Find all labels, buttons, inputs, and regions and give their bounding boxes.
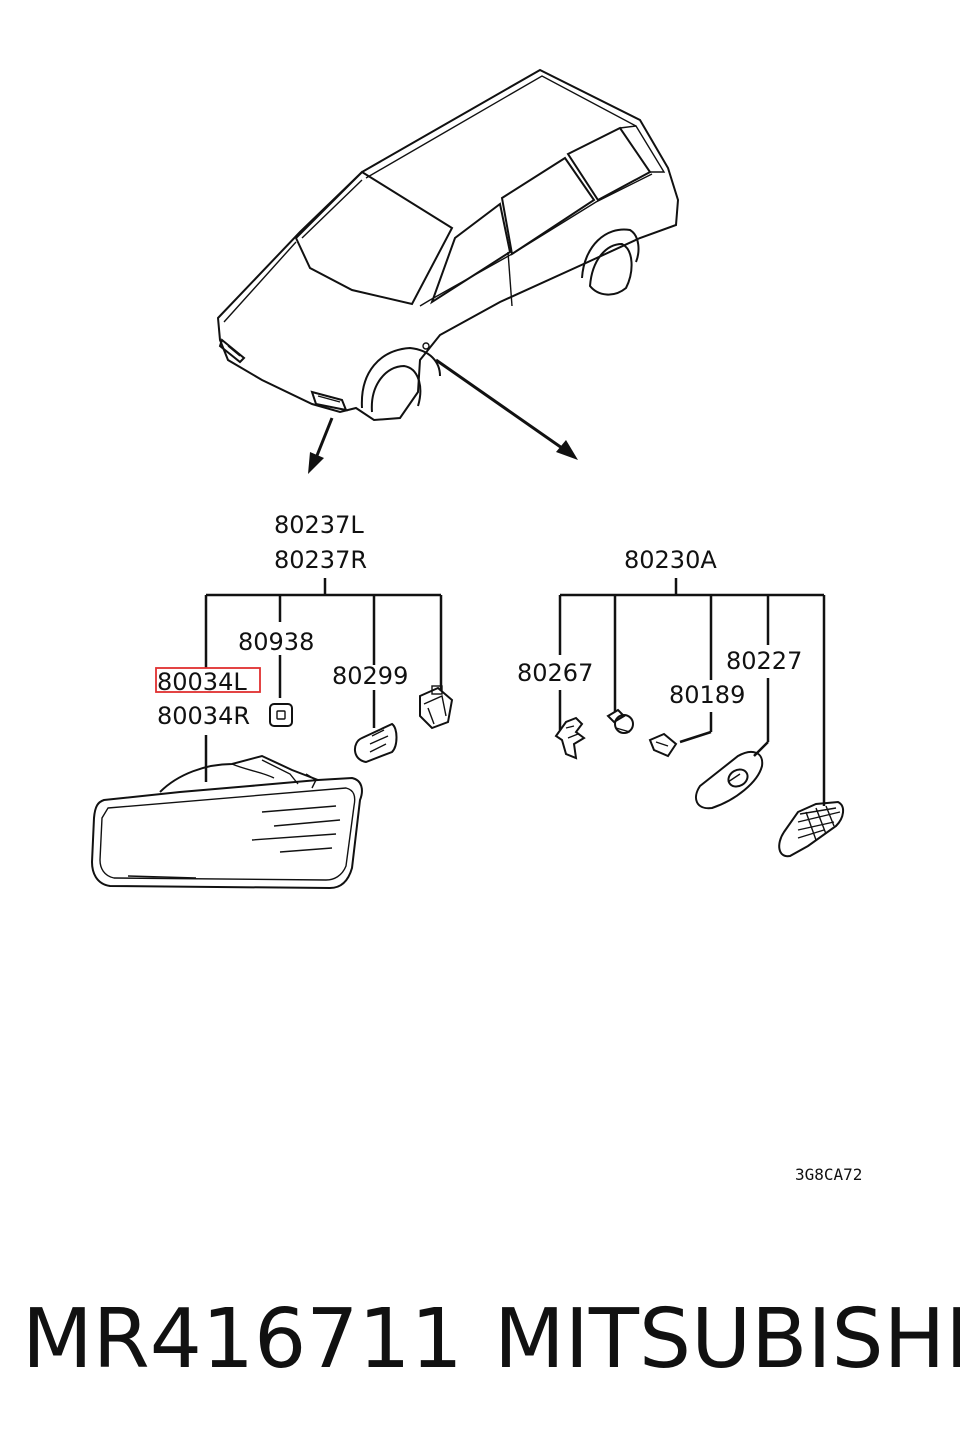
wedge-bulb-part <box>648 732 678 758</box>
label-80237R: 80237R <box>274 546 367 574</box>
label-80230A: 80230A <box>624 546 717 574</box>
socket-part <box>419 685 454 730</box>
gasket-part <box>269 703 293 727</box>
drawing-code: 3G8CA72 <box>795 1165 862 1184</box>
left-bracket <box>204 578 443 782</box>
label-80034L: 80034L <box>157 668 247 696</box>
label-80267: 80267 <box>517 659 593 687</box>
label-80189: 80189 <box>669 681 745 709</box>
part-number: MR416711 <box>22 1292 463 1387</box>
fog-lamp-part <box>90 754 363 890</box>
label-80299: 80299 <box>332 662 408 690</box>
clip-part <box>554 716 586 760</box>
label-80034L-highlighted[interactable]: 80034L <box>155 667 261 696</box>
arrow-side-marker <box>435 358 578 460</box>
marker-gasket-part <box>695 750 764 810</box>
bulb-part <box>354 722 398 764</box>
arrow-front-lamp <box>308 417 334 474</box>
label-80227: 80227 <box>726 647 802 675</box>
marker-socket-part <box>606 708 634 734</box>
highlight-box <box>155 667 261 693</box>
brand-name: MITSUBISHI <box>494 1292 960 1387</box>
label-80237L: 80237L <box>274 511 364 539</box>
side-marker-lamp-part <box>778 800 844 858</box>
label-80938: 80938 <box>238 628 314 656</box>
vehicle-drawing <box>216 68 680 422</box>
label-80034R: 80034R <box>157 702 250 730</box>
